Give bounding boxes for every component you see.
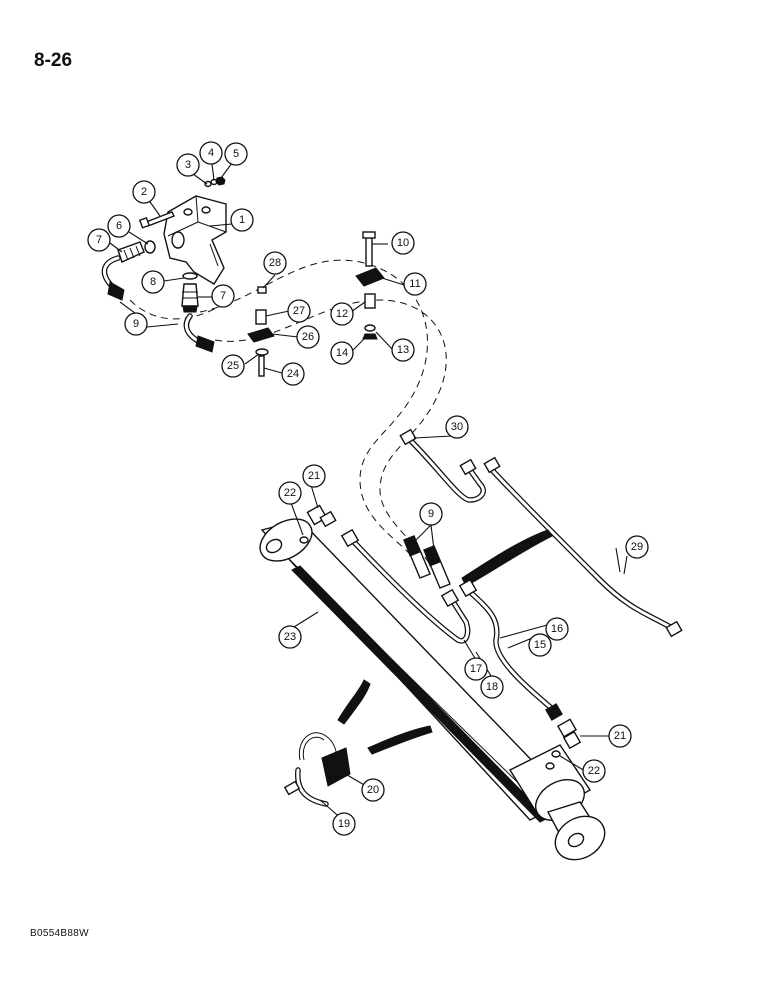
page-number: 8-26	[34, 50, 73, 71]
callout-7b: 7	[211, 284, 235, 308]
callout-1: 1	[230, 208, 254, 232]
callout-12: 12	[330, 302, 354, 326]
svg-text:16: 16	[551, 623, 563, 635]
tube-29	[483, 456, 683, 638]
fitting-lower	[181, 283, 199, 313]
svg-text:23: 23	[284, 631, 296, 643]
hose-pair-9	[403, 535, 451, 589]
assembly-arrow-lower-right	[367, 725, 433, 755]
callout-21b: 21	[608, 724, 632, 748]
callout-14: 14	[330, 341, 354, 365]
svg-text:21: 21	[614, 730, 626, 742]
callout-27: 27	[287, 299, 311, 323]
tube-15-16	[458, 578, 563, 721]
tube-17-18	[340, 528, 471, 644]
callout-3: 3	[176, 153, 200, 177]
svg-text:18: 18	[486, 681, 498, 693]
svg-text:10: 10	[397, 237, 409, 249]
svg-text:5: 5	[233, 148, 239, 160]
callout-28: 28	[263, 251, 287, 275]
callout-23: 23	[278, 625, 302, 649]
washer-nut-stack	[204, 176, 226, 188]
svg-text:12: 12	[336, 308, 348, 320]
hose-lower	[183, 313, 215, 353]
callout-25: 25	[221, 354, 245, 378]
o-ring-22-bottom	[551, 750, 561, 758]
callout-21a: 21	[302, 464, 326, 488]
hose-clip-19-20	[283, 732, 351, 807]
assembly-arrow-upper	[461, 529, 553, 587]
elbow-fitting-21-top	[306, 504, 337, 528]
svg-text:30: 30	[451, 421, 463, 433]
svg-text:22: 22	[284, 487, 296, 499]
assembly-arrow-lower-left	[337, 679, 371, 725]
callout-22a: 22	[278, 481, 302, 505]
callout-6: 6	[107, 214, 131, 238]
svg-text:4: 4	[208, 147, 214, 159]
o-ring-8	[182, 272, 198, 280]
valve-body	[163, 195, 227, 285]
elbow-fitting-21-bottom	[556, 718, 582, 750]
callout-2: 2	[132, 180, 156, 204]
callout-13: 13	[391, 338, 415, 362]
clamp-assembly-left	[247, 286, 275, 377]
svg-text:21: 21	[308, 470, 320, 482]
callout-15: 15	[528, 633, 552, 657]
svg-text:26: 26	[302, 331, 314, 343]
callout-18: 18	[480, 675, 504, 699]
svg-text:25: 25	[227, 360, 239, 372]
svg-text:17: 17	[470, 663, 482, 675]
svg-text:27: 27	[293, 305, 305, 317]
svg-text:6: 6	[116, 220, 122, 232]
svg-text:3: 3	[185, 159, 191, 171]
hydraulic-cylinder	[259, 518, 606, 861]
callout-10: 10	[391, 231, 415, 255]
svg-text:2: 2	[141, 186, 147, 198]
clamp-assembly-right	[355, 231, 385, 340]
callout-7a: 7	[87, 228, 111, 252]
svg-text:9: 9	[428, 508, 434, 520]
figure-code: B0554B88W	[30, 928, 89, 939]
svg-text:1: 1	[239, 214, 245, 226]
callout-20: 20	[361, 778, 385, 802]
svg-text:7: 7	[96, 234, 102, 246]
svg-text:11: 11	[409, 278, 420, 290]
tube-30	[399, 428, 486, 503]
svg-text:29: 29	[631, 541, 643, 553]
svg-text:13: 13	[397, 344, 409, 356]
svg-text:20: 20	[367, 784, 379, 796]
callout-26: 26	[296, 325, 320, 349]
svg-text:8: 8	[150, 276, 156, 288]
callout-4: 4	[199, 141, 223, 165]
callout-16: 16	[545, 617, 569, 641]
callout-24: 24	[281, 362, 305, 386]
callout-11: 11	[403, 272, 427, 296]
callout-29: 29	[625, 535, 649, 559]
svg-text:22: 22	[588, 765, 600, 777]
svg-text:14: 14	[336, 347, 348, 359]
svg-text:15: 15	[534, 639, 546, 651]
bolt-2	[138, 211, 175, 229]
callout-9a: 9	[124, 312, 148, 336]
callout-9b: 9	[419, 502, 443, 526]
svg-text:9: 9	[133, 318, 139, 330]
svg-text:28: 28	[269, 257, 281, 269]
callout-22b: 22	[582, 759, 606, 783]
svg-text:7: 7	[220, 290, 226, 302]
svg-text:24: 24	[287, 368, 299, 380]
callout-17: 17	[464, 657, 488, 681]
svg-text:19: 19	[338, 818, 350, 830]
callout-8: 8	[141, 270, 165, 294]
callout-5: 5	[224, 142, 248, 166]
callout-19: 19	[332, 812, 356, 836]
callout-30: 30	[445, 415, 469, 439]
fitting-and-hose-upper	[101, 241, 145, 301]
